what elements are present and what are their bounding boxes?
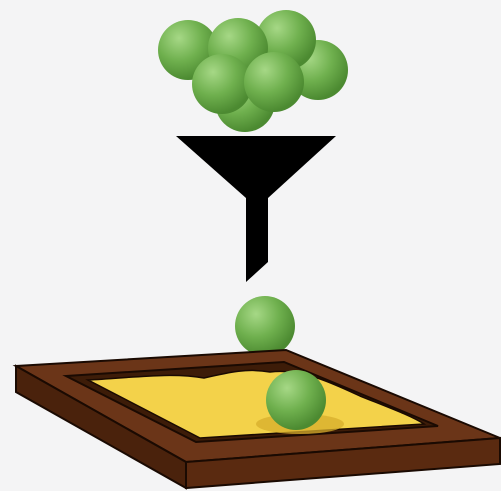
cluster-ball — [244, 52, 304, 112]
cluster-ball — [192, 54, 252, 114]
sandbox-icon — [16, 350, 500, 488]
funnel-cone — [176, 136, 336, 282]
landed-ball-icon — [266, 370, 326, 430]
ball-cluster-icon — [158, 10, 348, 132]
funnel-icon — [176, 136, 336, 282]
falling-ball-icon — [235, 296, 295, 356]
